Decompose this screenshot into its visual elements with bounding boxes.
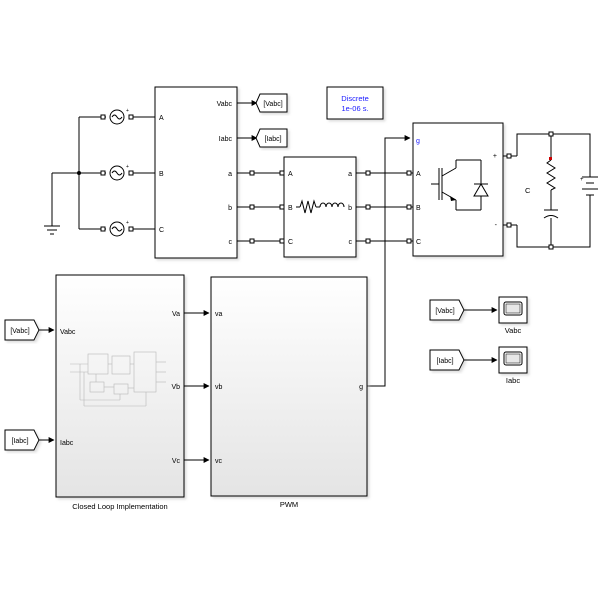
branch-marker bbox=[549, 157, 552, 160]
rl-port-out-b: b bbox=[348, 205, 352, 212]
pwm-port-vb: vb bbox=[215, 384, 223, 391]
closed-loop-port-vabc: Vabc bbox=[60, 329, 76, 336]
goto-vabc-label: [Vabc] bbox=[263, 101, 282, 108]
pwm-label: PWM bbox=[280, 500, 298, 509]
pwm-port-g: g bbox=[359, 384, 363, 391]
meas-port-in-b: B bbox=[159, 171, 164, 178]
closed-loop-port-vc: Vc bbox=[172, 458, 181, 465]
meas-port-iabc: Iabc bbox=[219, 136, 233, 143]
from-vabc-scope-label: [Vabc] bbox=[435, 308, 454, 315]
meas-port-in-a: A bbox=[159, 115, 164, 122]
powergui-mode: Discrete bbox=[341, 94, 369, 103]
closed-loop-label: Closed Loop Implementation bbox=[72, 502, 167, 511]
rl-port-in-a: A bbox=[288, 171, 293, 178]
dc-source-plus: + bbox=[580, 177, 584, 183]
rl-port-in-c: C bbox=[288, 239, 293, 246]
vi-measurement-block[interactable] bbox=[154, 86, 238, 259]
sine-source-icons bbox=[109, 109, 125, 237]
goto-iabc-label: [Iabc] bbox=[264, 136, 281, 143]
powergui-block[interactable] bbox=[326, 86, 384, 120]
goto-iabc-tag[interactable] bbox=[255, 128, 288, 148]
pwm-port-vc: vc bbox=[215, 458, 223, 465]
rl-icon bbox=[296, 199, 345, 214]
pwm-port-va: va bbox=[215, 311, 223, 318]
bridge-port-plus: + bbox=[493, 153, 497, 160]
bridge-port-b: B bbox=[416, 205, 421, 212]
closed-loop-port-va: Va bbox=[172, 311, 180, 318]
from-iabc-scope-label: [Iabc] bbox=[436, 358, 453, 365]
from-vabc-tag[interactable] bbox=[4, 319, 40, 341]
svg-text:+: + bbox=[126, 108, 129, 114]
from-vabc-scope-tag[interactable] bbox=[429, 299, 465, 321]
closed-loop-port-iabc: Iabc bbox=[60, 440, 74, 447]
scope-vabc-icon bbox=[505, 303, 521, 314]
subsystem-preview-icon bbox=[70, 351, 166, 407]
dc-link-wires bbox=[503, 133, 591, 248]
rl-port-out-a: a bbox=[348, 171, 352, 178]
bridge-port-c: C bbox=[416, 239, 421, 246]
closed-loop-port-vb: Vb bbox=[171, 384, 180, 391]
from-iabc-label: [Iabc] bbox=[11, 438, 28, 445]
svg-text:+: + bbox=[126, 220, 129, 226]
bridge-port-minus: - bbox=[495, 222, 498, 229]
capacitor-label: C bbox=[525, 186, 531, 195]
dc-capacitor-branch[interactable] bbox=[543, 159, 559, 219]
junction-dots bbox=[77, 171, 81, 175]
closed-loop-subsystem[interactable] bbox=[55, 274, 185, 498]
three-phase-ac-source[interactable] bbox=[44, 116, 155, 235]
powergui-sample-time: 1e-06 s. bbox=[341, 104, 368, 113]
pwm-subsystem[interactable] bbox=[210, 276, 368, 497]
meas-port-vabc: Vabc bbox=[217, 101, 233, 108]
meas-port-out-b: b bbox=[228, 205, 232, 212]
dc-voltage-source[interactable] bbox=[582, 176, 598, 200]
svg-text:+: + bbox=[126, 164, 129, 170]
meas-port-in-c: C bbox=[159, 227, 164, 234]
scope-iabc-label: Iabc bbox=[506, 376, 520, 385]
goto-vabc-tag[interactable] bbox=[255, 93, 288, 113]
meas-port-out-a: a bbox=[228, 171, 232, 178]
rl-port-in-b: B bbox=[288, 205, 293, 212]
meas-port-out-c: c bbox=[229, 239, 233, 246]
from-iabc-tag[interactable] bbox=[4, 429, 40, 451]
rl-port-out-c: c bbox=[349, 239, 353, 246]
scope-vabc-label: Vabc bbox=[505, 326, 522, 335]
igbt-diode-icon bbox=[431, 159, 489, 211]
from-vabc-label: [Vabc] bbox=[10, 328, 29, 335]
bridge-port-a: A bbox=[416, 171, 421, 178]
universal-bridge-block[interactable] bbox=[412, 122, 504, 257]
from-iabc-scope-tag[interactable] bbox=[429, 349, 465, 371]
source-terminal-squares bbox=[100, 114, 134, 232]
bridge-port-gate: g bbox=[416, 138, 420, 145]
